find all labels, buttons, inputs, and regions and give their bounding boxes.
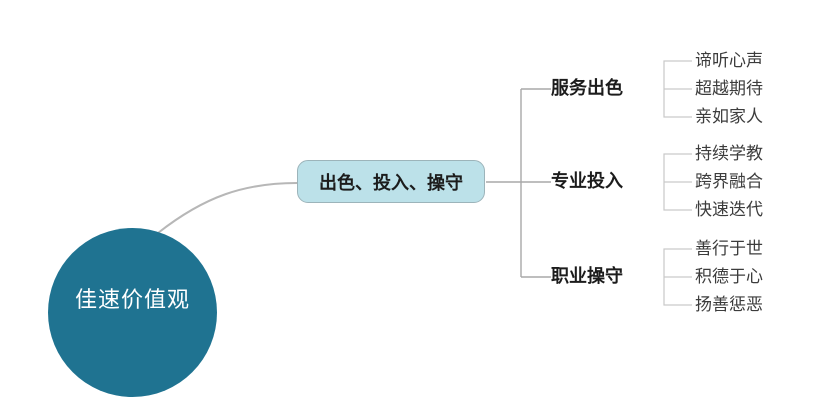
leaf-bracket-1 — [663, 60, 692, 118]
leaf-label[interactable]: 积德于心 — [695, 267, 763, 287]
leaf-bracket-2 — [663, 153, 692, 211]
root-node-label: 佳速价值观 — [74, 287, 190, 313]
root-node[interactable]: 佳速价值观 — [48, 228, 217, 397]
leaf-label[interactable]: 谛听心声 — [695, 51, 763, 71]
center-node-label: 出色、投入、操守 — [319, 172, 463, 194]
branch-label-service[interactable]: 服务出色 — [551, 78, 623, 99]
leaf-label[interactable]: 快速迭代 — [695, 200, 763, 220]
leaf-label[interactable]: 扬善惩恶 — [695, 295, 763, 315]
leaf-label[interactable]: 善行于世 — [695, 239, 763, 259]
leaf-label[interactable]: 亲如家人 — [695, 107, 763, 127]
leaf-label[interactable]: 跨界融合 — [695, 172, 763, 192]
root-center-curve — [157, 182, 298, 234]
leaf-bracket-3 — [663, 248, 692, 306]
branch-label-professional[interactable]: 专业投入 — [551, 171, 623, 192]
branch-label-ethics[interactable]: 职业操守 — [551, 266, 623, 287]
branch-spine — [486, 88, 551, 278]
center-node[interactable]: 出色、投入、操守 — [297, 160, 485, 203]
leaf-label[interactable]: 持续学教 — [695, 144, 763, 164]
leaf-label[interactable]: 超越期待 — [695, 79, 763, 99]
